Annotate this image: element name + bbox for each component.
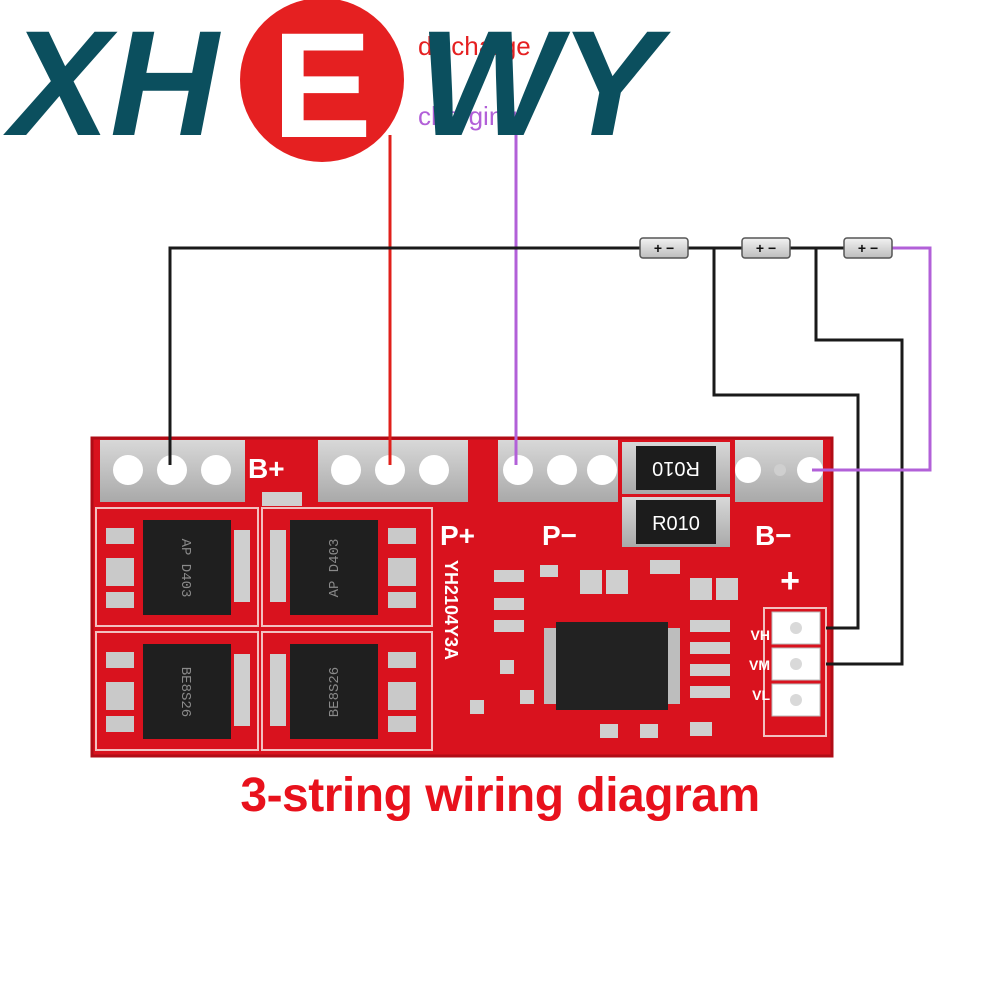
battery-cell-2-polarity: + −	[756, 240, 776, 256]
diagram-caption: 3-string wiring diagram	[240, 769, 760, 822]
logo-text-mid: E	[272, 1, 372, 169]
label-p-minus: P−	[542, 520, 577, 551]
b-minus-wire	[812, 246, 932, 472]
b-plus-pad	[100, 440, 245, 502]
mosfet-1-marking: AP D403	[177, 539, 193, 598]
logo-text-left: XH	[3, 0, 221, 167]
shunt-resistor-top: R010	[622, 442, 730, 494]
shunt-resistor-bottom: R010	[622, 497, 730, 547]
mosfet-4-marking: BE8S26	[327, 667, 343, 717]
board-side-text: YH2104Y3A	[441, 560, 461, 660]
balance-connector: VH VM VL	[749, 607, 827, 737]
battery-cells: + − + − + −	[639, 237, 893, 259]
resistor-marking-top: R010	[652, 457, 700, 479]
label-p-plus: P+	[440, 520, 475, 551]
smd-components	[262, 492, 738, 738]
p-minus-pad	[498, 440, 618, 502]
resistor-marking-bottom: R010	[652, 513, 700, 535]
b-plus-wire	[168, 246, 640, 465]
b-minus-pad	[735, 440, 823, 502]
bms-board: R010 R010 B+ P+ P− B− AP D403	[90, 436, 834, 758]
logo-overlay-charging: charging	[418, 101, 518, 131]
battery-cell-3: + −	[843, 237, 893, 259]
mosfet-3: BE8S26	[106, 644, 250, 739]
label-b-plus: B+	[248, 453, 285, 484]
balance-label-vh: VH	[751, 627, 770, 643]
battery-cell-3-polarity: + −	[858, 240, 878, 256]
battery-cell-2: + −	[741, 237, 791, 259]
mosfet-2-marking: AP D403	[327, 539, 343, 598]
logo-overlay-discharge: discharge	[418, 31, 531, 61]
mosfet-4: BE8S26	[270, 644, 416, 739]
mosfet-2: AP D403	[270, 520, 416, 615]
balance-label-vl: VL	[752, 687, 770, 703]
logo-text-right: WY	[418, 0, 672, 167]
balance-tap-vh	[712, 248, 860, 630]
battery-cell-1-polarity: + −	[654, 240, 674, 256]
battery-cell-1: + −	[639, 237, 689, 259]
p-plus-pad	[318, 440, 468, 502]
wires	[168, 135, 932, 666]
balance-tap-vm	[814, 248, 904, 666]
balance-plus-sign: +	[780, 562, 800, 600]
brand-logo: XH E discharge charging WY	[3, 0, 672, 169]
mosfet-1: AP D403	[106, 520, 250, 615]
balance-label-vm: VM	[749, 657, 770, 673]
label-b-minus: B−	[755, 520, 792, 551]
mosfet-3-marking: BE8S26	[177, 667, 193, 717]
logo-circle	[240, 0, 404, 162]
control-ic	[544, 622, 680, 710]
